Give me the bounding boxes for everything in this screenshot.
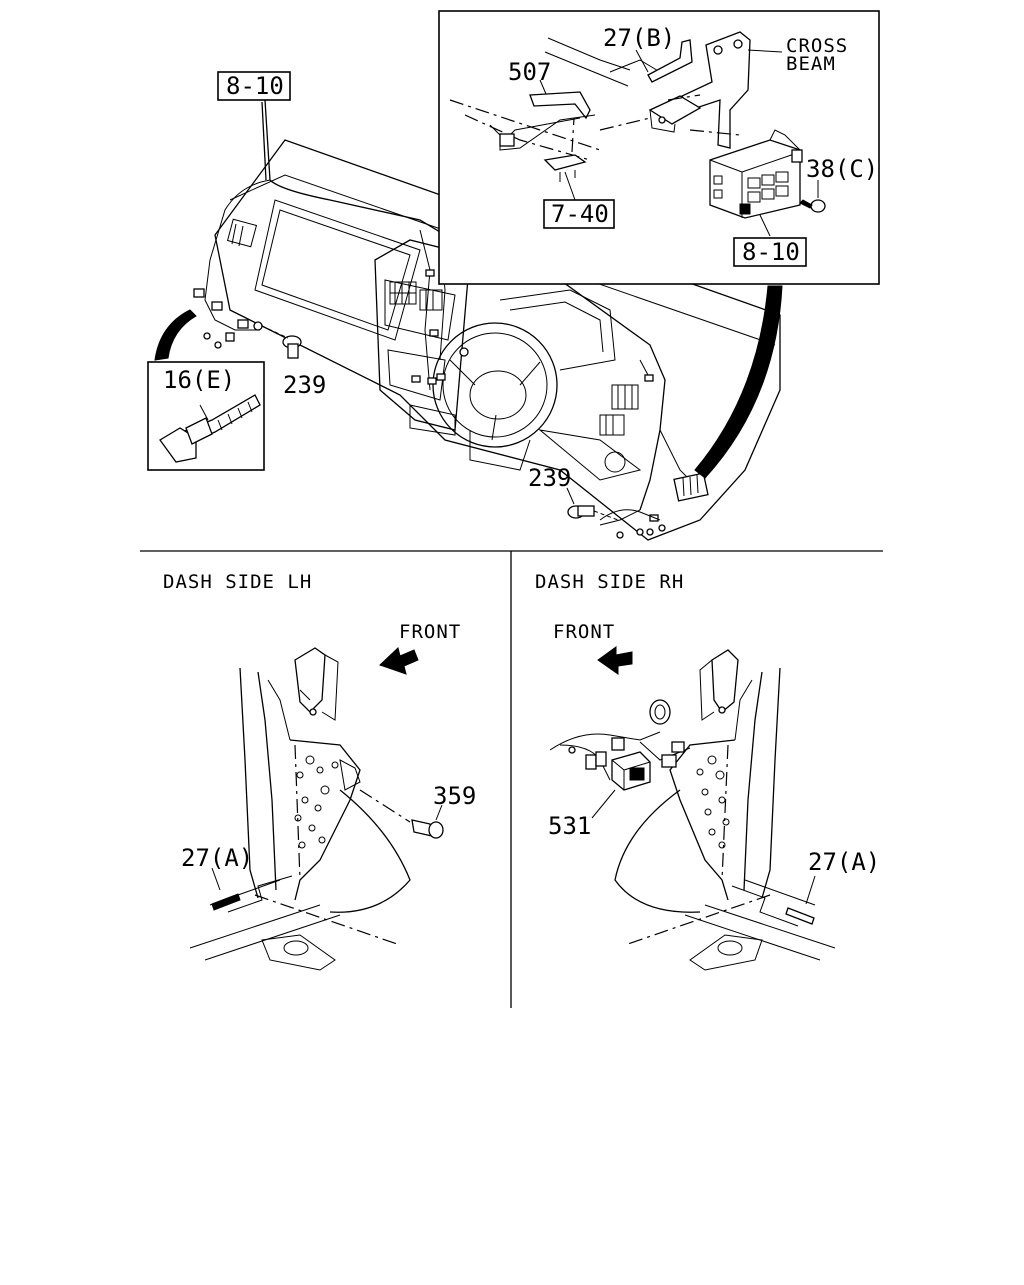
front-arrow-rh [597, 646, 633, 675]
label-7-40: 7-40 [551, 200, 609, 228]
bolt-239-right [566, 487, 619, 521]
label-239-right: 239 [528, 464, 571, 492]
section-title-rh: DASH SIDE RH [535, 571, 684, 593]
label-cross: CROSS [786, 35, 848, 57]
dashboard-assembly [214, 139, 781, 541]
label-27a-rh: 27(A) [808, 848, 880, 876]
fuse-box [709, 129, 803, 219]
label-507: 507 [508, 58, 551, 86]
dash-side-rh-drawing [549, 649, 836, 971]
pointer-arrow-clip [154, 309, 197, 361]
label-8-10-top: 8-10 [226, 72, 284, 100]
ref-box-7-40 [543, 199, 615, 229]
inset-clip-16e: 16(E) [147, 361, 265, 471]
section-title-lh: DASH SIDE LH [163, 571, 312, 593]
bolt-239-left [261, 325, 302, 359]
label-27a-lh: 27(A) [181, 844, 253, 872]
label-531: 531 [548, 812, 591, 840]
label-16e: 16(E) [163, 366, 235, 394]
label-38c: 38(C) [806, 155, 878, 183]
label-beam: BEAM [786, 53, 836, 75]
label-27b: 27(B) [603, 24, 675, 52]
front-label-lh: FRONT [399, 621, 461, 643]
label-8-10-inset: 8-10 [742, 238, 800, 266]
front-label-rh: FRONT [553, 621, 615, 643]
dash-side-lh-drawing [189, 647, 444, 971]
ref-box-8-10-inset [733, 237, 807, 267]
label-359: 359 [433, 782, 476, 810]
ref-box-8-10-top [217, 71, 291, 101]
label-239-left: 239 [283, 371, 326, 399]
front-arrow-lh [379, 647, 419, 675]
pointer-arrow-fusebox [694, 285, 783, 479]
